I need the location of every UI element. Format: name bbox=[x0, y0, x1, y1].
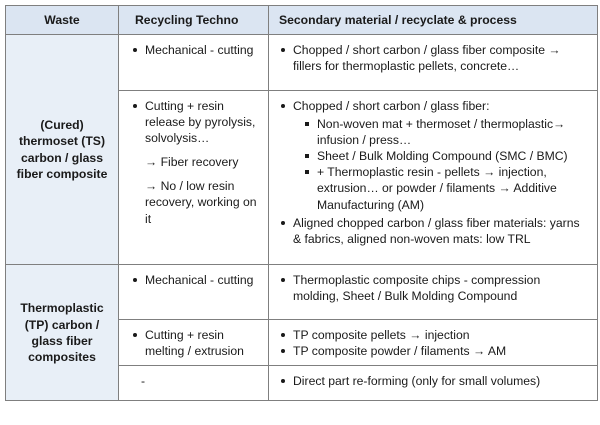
table-row: Cutting + resin melting / extrusion TP c… bbox=[6, 318, 598, 367]
sub-list-item: Non-woven mat + thermoset / thermoplasti… bbox=[301, 116, 589, 148]
recycling-table: Waste Recycling Techno Secondary materia… bbox=[5, 5, 598, 402]
list-item: Direct part re-forming (only for small v… bbox=[279, 373, 589, 389]
list-item-label: Chopped / short carbon / glass fiber: bbox=[293, 99, 490, 113]
header-waste: Waste bbox=[5, 5, 119, 35]
list-item: Chopped / short carbon / glass fiber: No… bbox=[279, 98, 589, 213]
header-row: Waste Recycling Techno Secondary materia… bbox=[5, 5, 598, 35]
tech-cell: Mechanical - cutting bbox=[118, 264, 269, 320]
tech-cell: Cutting + resin release by pyrolysis, so… bbox=[118, 90, 269, 265]
tech-none: - bbox=[141, 374, 146, 389]
waste-thermoset-cell: (Cured) thermoset (TS) carbon / glass fi… bbox=[5, 34, 119, 265]
sub-list-item: Sheet / Bulk Molding Compound (SMC / BMC… bbox=[301, 148, 589, 164]
tech-mechanical-cutting: Mechanical - cutting bbox=[131, 42, 262, 58]
tech-cell: Mechanical - cutting bbox=[118, 34, 269, 91]
list-item: TP composite pellets → injection bbox=[279, 327, 589, 343]
tech-mechanical-cutting: Mechanical - cutting bbox=[131, 272, 262, 288]
table-row: - Direct part re-forming (only for small… bbox=[6, 365, 598, 402]
tech-cell: Cutting + resin melting / extrusion bbox=[118, 318, 269, 367]
tech-cell: - bbox=[118, 365, 269, 402]
material-cell: TP composite pellets → injection TP comp… bbox=[268, 318, 598, 367]
tech-fiber-recovery: → Fiber recovery bbox=[145, 155, 239, 170]
table-row: Thermoplastic (TP) carbon / glass fiber … bbox=[5, 263, 598, 402]
table-row: (Cured) thermoset (TS) carbon / glass fi… bbox=[5, 34, 598, 265]
sub-list-item: + Thermoplastic resin - pellets → inject… bbox=[301, 164, 589, 212]
waste-thermoplastic-cell: Thermoplastic (TP) carbon / glass fiber … bbox=[5, 263, 119, 402]
table-row: Cutting + resin release by pyrolysis, so… bbox=[6, 90, 598, 265]
tech-cutting-resin-release: Cutting + resin release by pyrolysis, so… bbox=[131, 98, 262, 146]
header-recycling-techno: Recycling Techno bbox=[118, 5, 269, 35]
tech-resin-recovery: → No / low resin recovery, working on it bbox=[145, 179, 257, 226]
list-item: Aligned chopped carbon / glass fiber mat… bbox=[279, 215, 589, 247]
list-item: Thermoplastic composite chips - compress… bbox=[279, 272, 589, 304]
material-cell: Thermoplastic composite chips - compress… bbox=[268, 264, 598, 320]
list-item: Chopped / short carbon / glass fiber com… bbox=[279, 42, 589, 74]
material-cell: Chopped / short carbon / glass fiber com… bbox=[268, 34, 598, 91]
tech-cutting-resin-melting: Cutting + resin melting / extrusion bbox=[131, 327, 262, 359]
header-secondary-material: Secondary material / recyclate & process bbox=[268, 5, 598, 35]
material-cell: Direct part re-forming (only for small v… bbox=[268, 365, 598, 402]
material-cell: Chopped / short carbon / glass fiber: No… bbox=[268, 90, 598, 265]
list-item: TP composite powder / filaments → AM bbox=[279, 343, 589, 359]
